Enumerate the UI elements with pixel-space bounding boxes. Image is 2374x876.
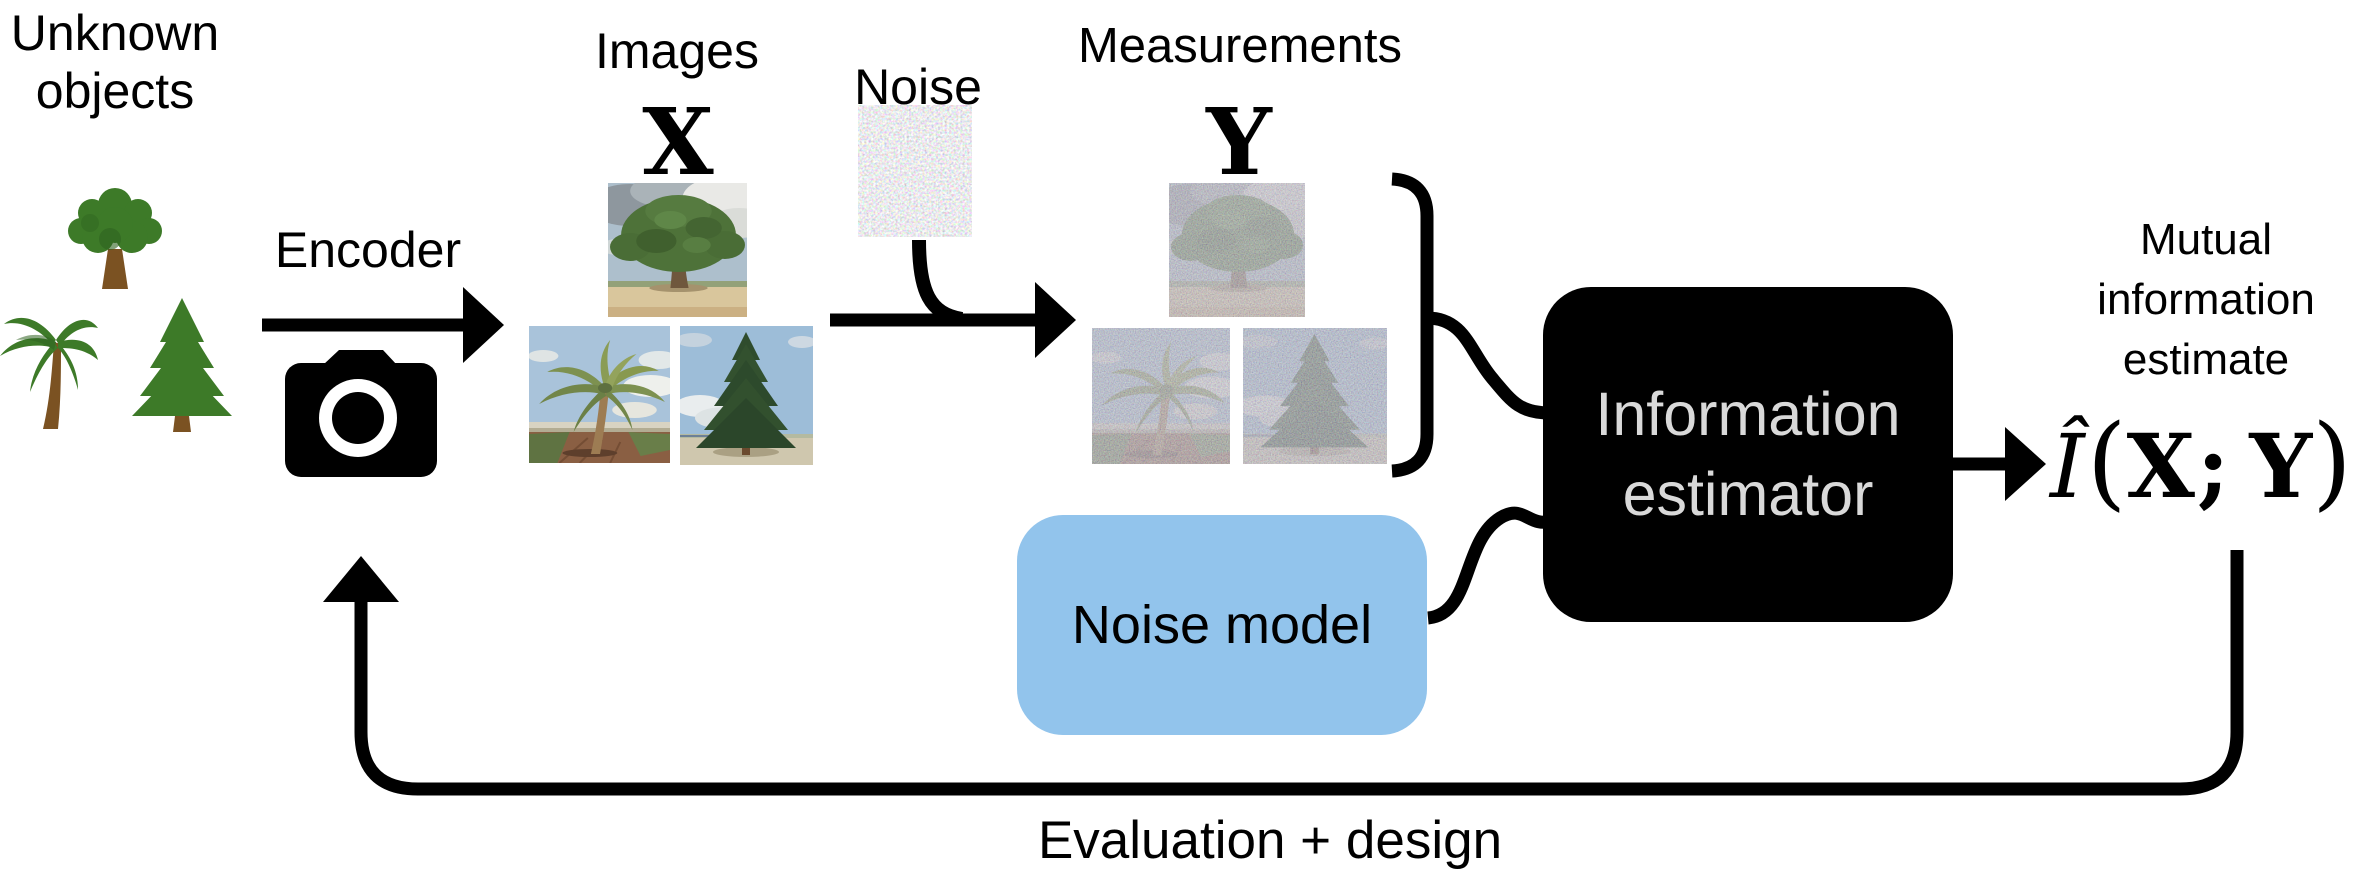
- unknown-objects-line1: Unknown: [10, 5, 220, 61]
- evaluation-design-label: Evaluation + design: [1037, 811, 1503, 870]
- images-arrow-head: [1035, 282, 1076, 358]
- pine-tree-icon: [132, 298, 232, 432]
- encoder-arrow-head: [463, 287, 504, 363]
- mutual-label-line2: information: [2097, 274, 2315, 324]
- noise-merge-curve: [912, 239, 964, 326]
- oak-photo: [608, 183, 747, 317]
- pine-photo: [680, 326, 813, 465]
- images-label: Images: [595, 23, 759, 79]
- noise-model-box: Noise model: [1017, 515, 1427, 735]
- deciduous-tree-icon: [68, 188, 162, 289]
- unknown-objects-line2: objects: [35, 63, 195, 119]
- encoder-label: Encoder: [274, 222, 462, 278]
- feedback-loop-path: [354, 550, 2244, 796]
- noisy-oak-photo: [1169, 183, 1305, 317]
- measurements-label: Measurements: [1077, 19, 1403, 73]
- palm-tree-icon: [0, 317, 98, 429]
- formula-i-hat: Î: [2050, 415, 2085, 518]
- palm-photo: [529, 326, 670, 463]
- formula-x: X: [2126, 414, 2195, 518]
- estimator-label-line2: estimator: [1622, 459, 1874, 528]
- noisy-palm-photo: [1092, 328, 1230, 464]
- mutual-label-line3: estimate: [2122, 334, 2290, 384]
- noise-model-label: Noise model: [1071, 595, 1373, 655]
- measurements-symbol: Y: [1206, 88, 1272, 196]
- formula-close-paren: ): [2312, 403, 2352, 522]
- bracket-to-estimator-curve: [1426, 311, 1551, 420]
- noisy-pine-photo: [1243, 328, 1387, 464]
- unknown-objects-label: Unknown objects: [11, 4, 219, 120]
- mutual-information-label: Mutual information estimate: [2097, 210, 2315, 389]
- noise-model-to-estimator-curve: [1426, 506, 1554, 625]
- estimator-label-line1: Information: [1595, 379, 1901, 448]
- camera-icon: [285, 350, 437, 477]
- noise-pattern: [858, 105, 972, 237]
- formula-separator: ;: [2196, 414, 2230, 518]
- formula-open-paren: (: [2086, 403, 2127, 522]
- mutual-information-formula: Î(X;Y): [2050, 412, 2352, 514]
- formula-y: Y: [2249, 414, 2313, 518]
- mutual-label-line1: Mutual: [2139, 215, 2273, 264]
- measurements-bracket: [1391, 172, 1434, 478]
- feedback-arrow-head: [323, 556, 399, 602]
- images-symbol: X: [642, 88, 714, 196]
- information-estimator-box: Information estimator: [1543, 287, 1953, 622]
- output-arrow-head: [2005, 427, 2046, 501]
